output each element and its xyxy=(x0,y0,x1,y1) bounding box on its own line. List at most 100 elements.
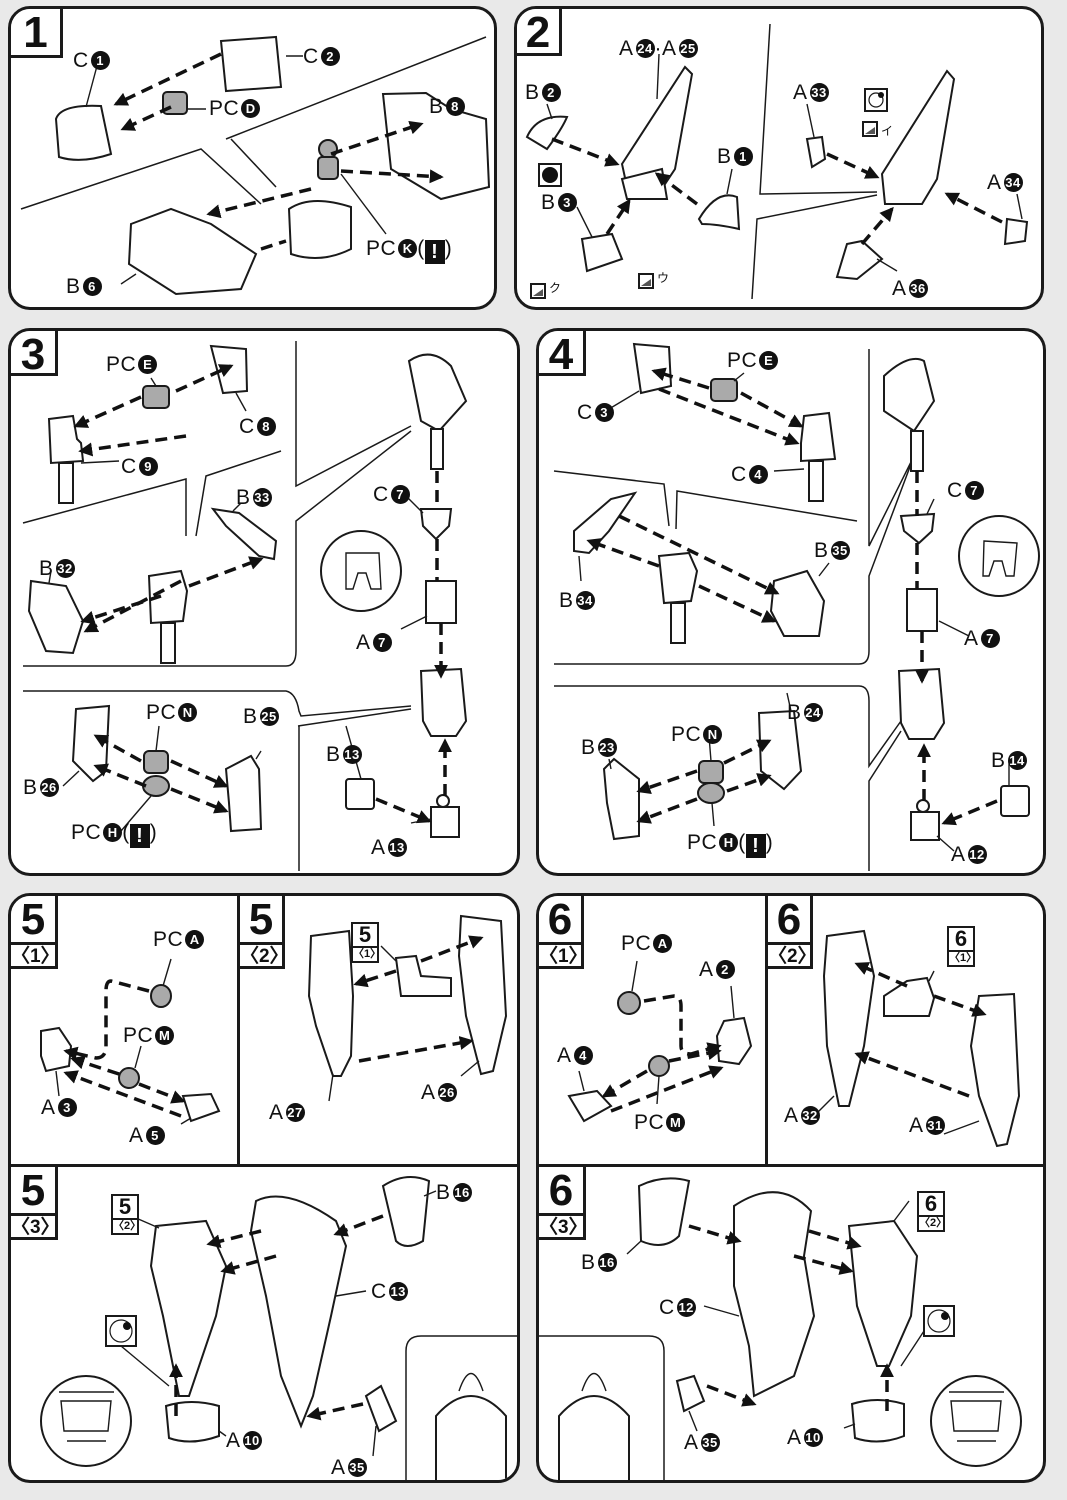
step-number: 4 xyxy=(548,330,574,379)
part-b16 xyxy=(381,1176,431,1247)
part-c4 xyxy=(800,411,837,463)
substep-number: 〈3〉 xyxy=(539,1213,588,1240)
part-c8 xyxy=(209,344,249,395)
caution-icon: ! xyxy=(129,824,150,848)
part-a33 xyxy=(805,135,827,169)
step-number: 6 xyxy=(548,1166,574,1215)
part-b25 xyxy=(224,754,263,833)
part-b13 xyxy=(345,778,375,810)
step-number-box: 5 〈2〉 xyxy=(237,895,289,969)
part-a31 xyxy=(969,992,1021,1148)
part-c7 xyxy=(419,508,453,541)
caution-icon: ! xyxy=(424,240,445,264)
reference-step-box: 5〈2〉 xyxy=(111,1194,141,1235)
substep-number: 〈2〉 xyxy=(768,942,817,969)
part-b14 xyxy=(1000,785,1030,817)
step-5-panel: 5 〈1〉 5 〈2〉 5 〈3〉 xyxy=(8,893,520,1483)
part-pc-n xyxy=(143,750,169,774)
step-4-illustration xyxy=(553,342,1040,871)
step-2-illustration xyxy=(525,23,1029,300)
part-pc-a xyxy=(617,991,641,1015)
part-a35 xyxy=(675,1374,706,1413)
part-upper-arm xyxy=(883,357,936,433)
part-a32 xyxy=(822,929,876,1107)
sticker-label-i: イ xyxy=(881,124,894,138)
step-3-illustration xyxy=(22,341,468,871)
substep-number: 〈3〉 xyxy=(11,1213,60,1240)
part-upper-arm xyxy=(407,353,468,433)
part-b35 xyxy=(769,569,826,637)
step-number-box: 3 xyxy=(11,331,58,377)
part-c12 xyxy=(733,1191,816,1398)
part-b33 xyxy=(210,507,278,561)
part-arm-assembly xyxy=(847,1219,919,1367)
part-c2 xyxy=(219,35,283,93)
step-6-panel: 6 〈1〉 6 〈2〉 6 〈3〉 xyxy=(536,893,1046,1483)
part-b2 xyxy=(525,115,569,151)
sticker-label-ku: ク xyxy=(549,281,562,295)
step-number-box: 5 〈3〉 xyxy=(11,1164,60,1240)
detail-inset xyxy=(539,1335,665,1480)
step-2-panel: 2 xyxy=(514,6,1044,310)
detail-inset xyxy=(405,1335,517,1480)
step-5-illustration xyxy=(40,914,517,1480)
part-joint xyxy=(657,551,699,605)
part-b23 xyxy=(602,757,640,841)
step-number: 5 xyxy=(248,895,274,944)
part-wing-assembly xyxy=(880,69,956,205)
reference-step-box: 5〈1〉 xyxy=(351,922,381,963)
step-number-box: 1 xyxy=(11,9,63,58)
part-shoulder-joint xyxy=(394,954,452,997)
substep-divider xyxy=(539,1164,1043,1167)
substep-number: 〈1〉 xyxy=(11,942,60,969)
part-arm-assembly xyxy=(149,1219,228,1397)
part-b1 xyxy=(697,194,741,231)
substep-divider xyxy=(765,896,768,1166)
sticker-label-u: ウ xyxy=(657,271,670,285)
substep-divider xyxy=(11,1164,517,1167)
part-a27 xyxy=(307,929,355,1077)
part-a10 xyxy=(850,1399,905,1443)
part-b32 xyxy=(27,579,85,655)
part-b34 xyxy=(573,491,638,555)
part-pc-a xyxy=(150,984,172,1008)
detail-callout xyxy=(958,515,1040,597)
part-lower-cup xyxy=(419,667,468,737)
part-b24 xyxy=(757,709,803,791)
step-number: 2 xyxy=(525,8,551,57)
step-number: 5 xyxy=(20,1166,46,1215)
part-a2 xyxy=(715,1016,753,1066)
